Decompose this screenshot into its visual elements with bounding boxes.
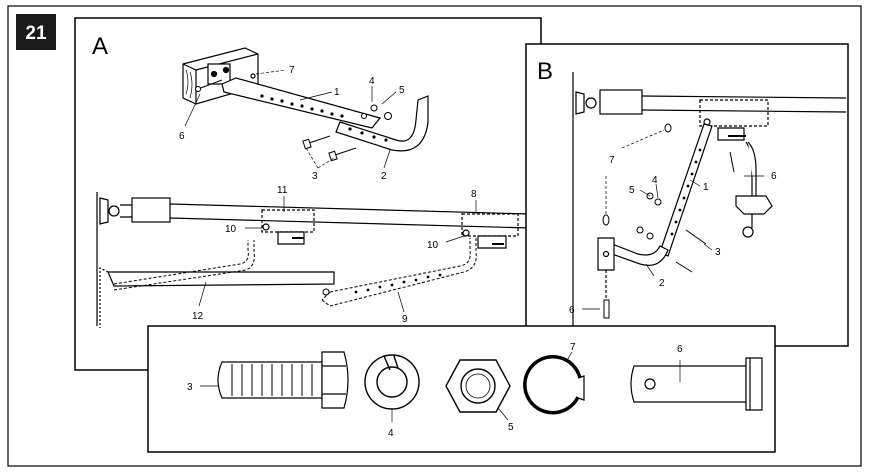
callout-b-1: 1	[703, 182, 709, 193]
callout-a-10-right: 10	[427, 240, 439, 251]
callout-a-6: 6	[179, 131, 185, 142]
callout-a-11: 11	[277, 185, 288, 196]
callout-a-1: 1	[334, 87, 340, 98]
callout-b-3: 3	[715, 247, 721, 258]
panel-a-letter: A	[92, 33, 108, 60]
panel-b-leaders	[582, 129, 764, 310]
hardware-label-ring-fastener: 7	[570, 342, 576, 353]
panel-a-rail	[96, 192, 531, 326]
callout-a-5: 5	[399, 85, 405, 96]
straight-arm	[221, 77, 382, 129]
ring-fastener-icon	[523, 351, 585, 415]
panel-b-straight-arm	[659, 123, 713, 257]
panel-a-nuts	[361, 104, 392, 120]
callout-a-8: 8	[471, 189, 477, 200]
step-number: 21	[25, 23, 47, 44]
bolt-icon	[200, 351, 349, 409]
callout-a-2: 2	[381, 171, 387, 182]
panel-b-rail	[572, 72, 847, 330]
panel-b: B	[525, 43, 849, 347]
callout-b-5: 5	[629, 185, 635, 196]
clevis-pin-icon	[630, 357, 763, 411]
callout-b-2: 2	[659, 278, 665, 289]
hardware-label-nut: 5	[508, 422, 514, 433]
panel-a-dashed-arm-9	[321, 238, 477, 307]
hardware-label-clevis-pin: 6	[677, 344, 683, 355]
callout-b-6-right: 6	[771, 171, 777, 182]
emergency-release-handle	[735, 141, 773, 238]
hardware-label-bolt: 3	[187, 382, 193, 393]
hardware-label-lock-washer: 4	[388, 428, 394, 439]
callout-a-10-left: 10	[225, 224, 237, 235]
curved-arm	[335, 95, 429, 152]
step-badge: 21	[16, 14, 56, 50]
hardware-panel: 3 4 5 7	[147, 325, 776, 453]
callout-a-3: 3	[312, 171, 318, 182]
callout-a-9: 9	[402, 314, 408, 325]
panel-a-lower-leaders	[198, 196, 477, 313]
callout-a-4: 4	[369, 76, 375, 87]
panel-a-pin	[195, 79, 223, 92]
panel-a-dashed-arm-12	[113, 240, 255, 291]
panel-a: A	[74, 17, 542, 371]
lock-washer-icon	[364, 354, 420, 422]
callout-b-7: 7	[609, 155, 615, 166]
panel-b-hardware	[602, 123, 735, 319]
panel-a-bolts	[302, 135, 357, 162]
panel-b-letter: B	[537, 58, 553, 85]
callout-b-6-bottom: 6	[569, 305, 575, 316]
callout-a-12: 12	[192, 311, 204, 322]
panel-a-leaders	[184, 69, 397, 169]
callout-b-4: 4	[652, 175, 658, 186]
hex-nut-icon	[445, 359, 511, 421]
callout-a-7: 7	[289, 65, 295, 76]
